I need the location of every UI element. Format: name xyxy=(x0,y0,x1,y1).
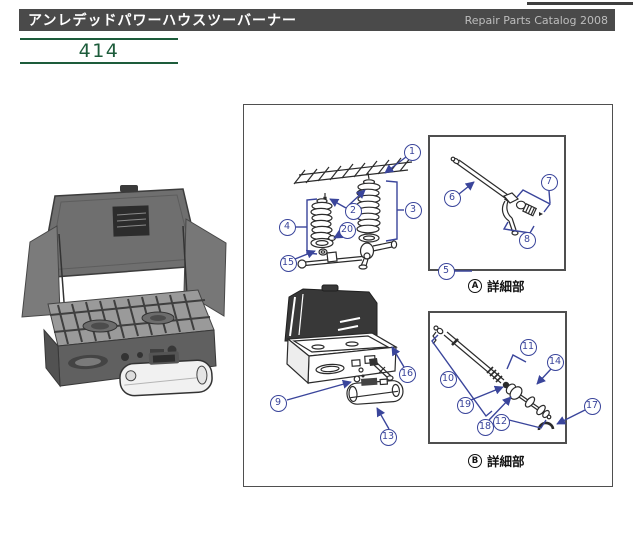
callout-18: 18 xyxy=(476,418,494,436)
scan-artifact-line xyxy=(527,2,633,5)
detail-inset-b-frame xyxy=(428,311,567,444)
callout-7: 7 xyxy=(540,173,558,191)
callout-17: 17 xyxy=(583,397,601,415)
detail-b-label: 詳細部 xyxy=(487,454,525,469)
callout-12: 12 xyxy=(492,413,510,431)
callout-19: 19 xyxy=(456,396,474,414)
diagram-frame xyxy=(243,104,613,487)
detail-b-badge: B xyxy=(468,453,482,468)
callout-14: 14 xyxy=(546,353,564,371)
callout-5: 5 xyxy=(437,262,455,280)
callout-2: 2 xyxy=(344,202,362,220)
detail-a-caption: A 詳細部 xyxy=(468,276,525,295)
model-number: 414 xyxy=(78,39,120,62)
callout-10: 10 xyxy=(439,370,457,388)
stove-photo xyxy=(21,185,227,397)
detail-inset-a-frame xyxy=(428,135,566,271)
detail-a-label: 詳細部 xyxy=(487,279,525,294)
callout-6: 6 xyxy=(443,189,461,207)
product-title: アンレデッドパワーハウスツーバーナー xyxy=(28,13,298,29)
callout-13: 13 xyxy=(379,428,397,446)
callout-9: 9 xyxy=(269,394,287,412)
title-bar: アンレデッドパワーハウスツーバーナー Repair Parts Catalog … xyxy=(19,9,615,31)
callout-3: 3 xyxy=(404,201,422,219)
callout-15: 15 xyxy=(279,254,297,272)
detail-a-badge: A xyxy=(468,278,482,293)
callout-4: 4 xyxy=(278,218,296,236)
callout-20: 20 xyxy=(338,221,356,239)
model-number-block: 414 xyxy=(20,38,178,64)
callout-1: 1 xyxy=(403,143,421,161)
catalog-label: Repair Parts Catalog 2008 xyxy=(464,13,608,27)
callout-16: 16 xyxy=(398,365,416,383)
callout-8: 8 xyxy=(518,231,536,249)
detail-b-caption: B 詳細部 xyxy=(468,451,525,470)
callout-11: 11 xyxy=(519,338,537,356)
